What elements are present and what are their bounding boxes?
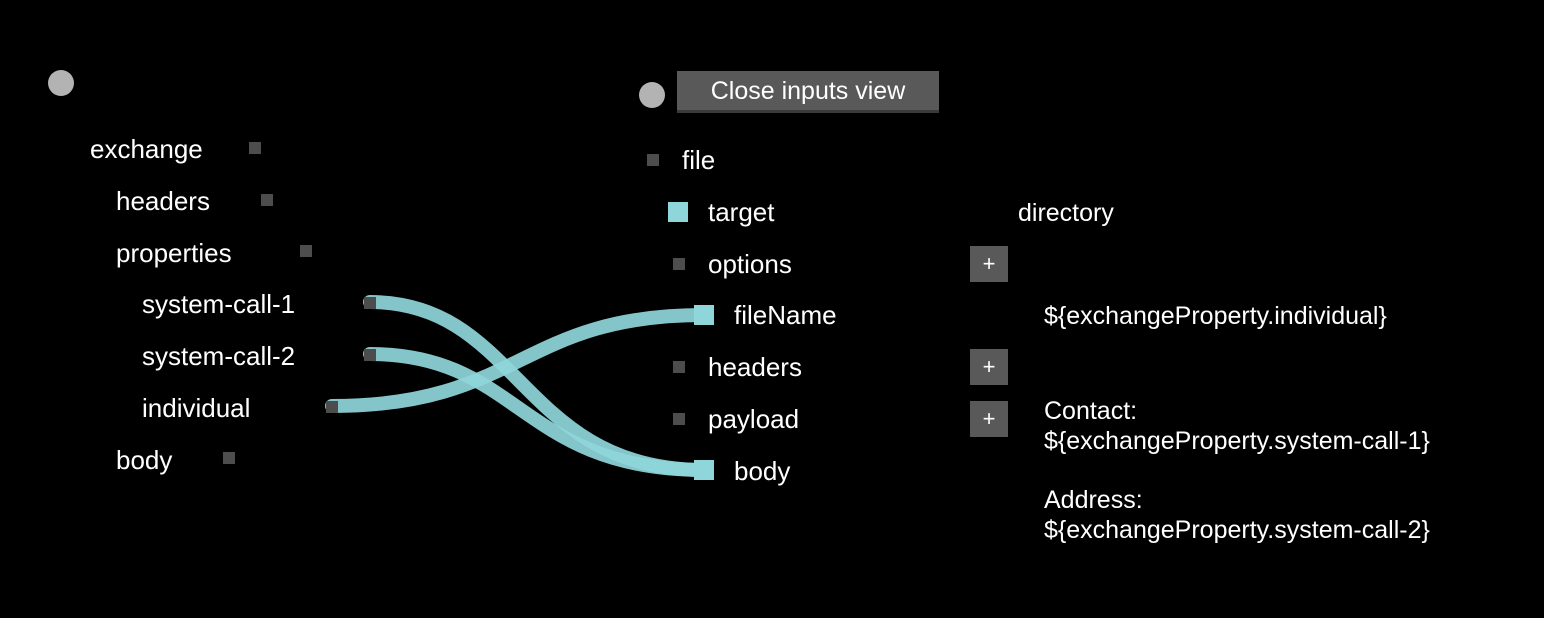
source-port-system-call-1[interactable] bbox=[364, 297, 376, 309]
source-node-headers: headers bbox=[116, 186, 210, 216]
add-headers-button[interactable]: + bbox=[970, 349, 1008, 385]
source-port-properties[interactable] bbox=[300, 245, 312, 257]
value-target[interactable]: directory bbox=[1018, 199, 1114, 227]
target-port-filename[interactable] bbox=[694, 305, 714, 325]
close-inputs-view-button[interactable]: Close inputs view bbox=[677, 71, 939, 113]
source-port-headers[interactable] bbox=[261, 194, 273, 206]
target-node-options: options bbox=[708, 249, 792, 279]
target-panel-handle[interactable] bbox=[639, 82, 665, 108]
target-port-options[interactable] bbox=[673, 258, 685, 270]
source-node-body: body bbox=[116, 445, 173, 475]
value-body-line-address-expr: ${exchangeProperty.system-call-2} bbox=[1044, 516, 1430, 544]
add-options-button[interactable]: + bbox=[970, 246, 1008, 282]
source-node-system-call-1: system-call-1 bbox=[142, 289, 296, 319]
source-panel-handle[interactable] bbox=[48, 70, 74, 96]
target-port-file[interactable] bbox=[647, 154, 659, 166]
add-payload-button[interactable]: + bbox=[970, 401, 1008, 437]
value-filename[interactable]: ${exchangeProperty.individual} bbox=[1044, 302, 1387, 330]
source-node-individual: individual bbox=[142, 393, 251, 423]
value-body-line-contact-expr: ${exchangeProperty.system-call-1} bbox=[1044, 427, 1430, 455]
target-node-body: body bbox=[734, 456, 791, 486]
link-system-call-1-to-body[interactable] bbox=[363, 295, 711, 477]
source-node-system-call-2: system-call-2 bbox=[142, 341, 296, 371]
source-port-system-call-2[interactable] bbox=[364, 349, 376, 361]
source-port-individual[interactable] bbox=[326, 401, 338, 413]
target-node-target: target bbox=[708, 197, 775, 227]
target-node-filename: fileName bbox=[734, 300, 837, 330]
target-node-payload: payload bbox=[708, 404, 800, 434]
value-body-line-address-label: Address: bbox=[1044, 486, 1143, 514]
target-port-payload[interactable] bbox=[673, 413, 685, 425]
source-port-exchange[interactable] bbox=[249, 142, 261, 154]
target-node-file: file bbox=[682, 145, 716, 175]
source-port-body[interactable] bbox=[223, 452, 235, 464]
link-individual-to-filename[interactable] bbox=[325, 308, 711, 413]
target-port-body[interactable] bbox=[694, 460, 714, 480]
source-node-exchange: exchange bbox=[90, 134, 203, 164]
target-node-headers: headers bbox=[708, 352, 802, 382]
value-body-line-contact-label: Contact: bbox=[1044, 397, 1138, 425]
target-port-target[interactable] bbox=[668, 202, 688, 222]
link-system-call-2-to-body[interactable] bbox=[363, 347, 711, 477]
source-node-properties: properties bbox=[116, 238, 232, 268]
target-port-headers[interactable] bbox=[673, 361, 685, 373]
